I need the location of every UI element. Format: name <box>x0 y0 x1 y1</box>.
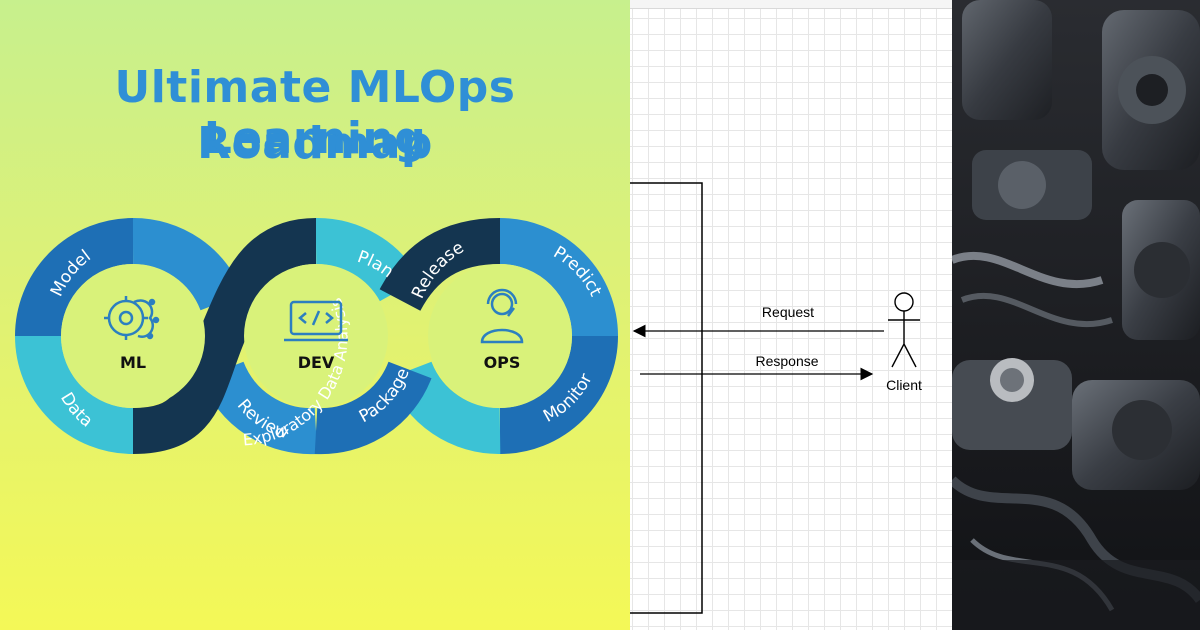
ring-segment-predict <box>499 218 618 337</box>
headset-person-icon <box>480 288 524 344</box>
server-box-outline <box>630 182 703 614</box>
sequence-diagram: Request Response Client <box>630 182 922 614</box>
ring-segment-model-right <box>132 217 244 311</box>
engine-machinery-photo <box>952 0 1200 630</box>
roadmap-title-line1: Ultimate MLOps Learning <box>114 62 516 164</box>
request-label: Request <box>762 304 814 320</box>
client-actor-label: Client <box>886 377 922 393</box>
machinery-illustration <box>952 0 1200 630</box>
roadmap-title-line2: Roadmap <box>197 118 433 169</box>
diagram-canvas-panel: Request Response Client <box>630 0 952 630</box>
ring-segment-eda <box>132 218 318 454</box>
response-label: Response <box>755 353 818 369</box>
brain-gear-icon <box>104 296 160 340</box>
ring-segment-model <box>15 218 134 337</box>
ring-segment-data <box>15 335 134 454</box>
hub-label-dev: DEV <box>298 353 335 372</box>
mlops-roadmap-panel: Ultimate MLOps Learning Roadmap <box>0 0 630 630</box>
ring-segment-monitor <box>499 335 618 454</box>
hub-label-ml: ML <box>120 353 146 372</box>
ring-segment-package <box>314 361 432 455</box>
ring-segment-release <box>379 218 501 312</box>
canvas-top-bar <box>630 0 952 9</box>
laptop-code-icon <box>284 300 348 342</box>
client-actor-icon <box>888 292 920 368</box>
hub-label-ops: OPS <box>484 353 521 372</box>
roadmap-cycle-graphic: Model Data Exploratory Data Analysis Pla… <box>15 217 618 455</box>
